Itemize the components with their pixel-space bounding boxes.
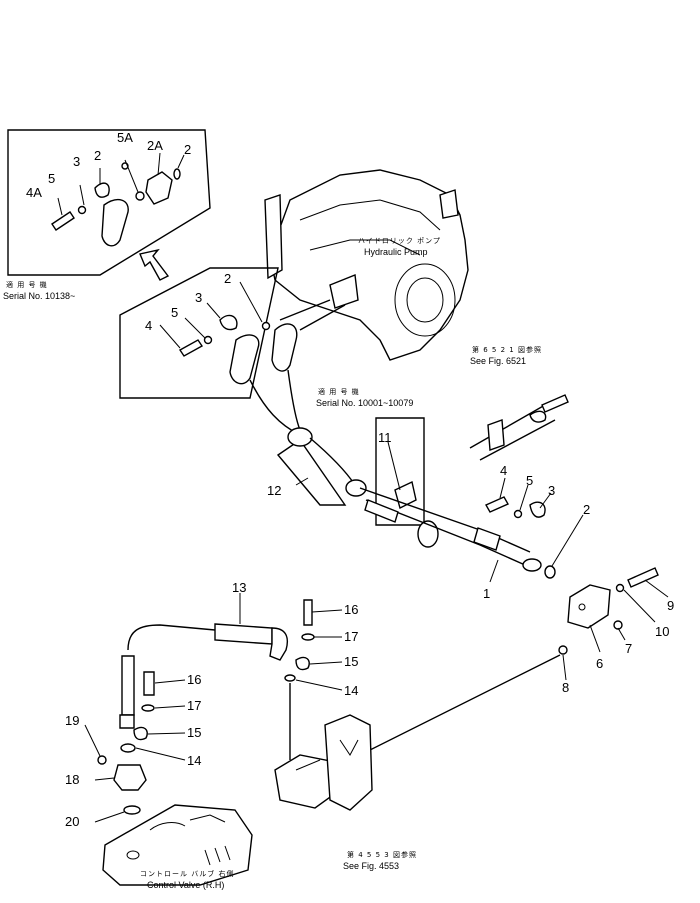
callout-8: 8 (562, 680, 569, 695)
valve-4553 (274, 714, 373, 811)
callout-5-right: 5 (526, 473, 533, 488)
note-fig6521-jp: 第 6 5 2 1 図参照 (472, 345, 542, 354)
callout-3-right: 3 (548, 483, 555, 498)
note-fig4553: See Fig. 4553 (343, 861, 399, 871)
callout-13: 13 (232, 580, 246, 595)
callout-12: 12 (267, 483, 281, 498)
hose-13 (127, 599, 315, 760)
block-2A-shape (145, 171, 173, 205)
region-12 (276, 439, 347, 506)
pipe-b (287, 369, 301, 431)
callout-5A: 5A (117, 130, 133, 145)
split-flange-3-shape (94, 182, 110, 198)
callout-5: 5 (171, 305, 178, 320)
elbow-hose-shape (101, 198, 129, 247)
callout-9: 9 (667, 598, 674, 613)
callout-16-left: 16 (187, 672, 201, 687)
callout-17-left: 17 (187, 698, 201, 713)
callout-2-inset: 2 (94, 148, 101, 163)
control-valve (102, 804, 253, 886)
note-serial-old-jp: 適 用 号 機 (318, 387, 360, 396)
callout-1: 1 (483, 586, 490, 601)
callout-2-right: 2 (583, 502, 590, 517)
callout-3: 3 (195, 290, 202, 305)
callout-19: 19 (65, 713, 79, 728)
block-6 (558, 567, 659, 655)
note-serial-new: Serial No. 10138~ (3, 291, 75, 301)
note-serial-old: Serial No. 10001~10079 (316, 398, 413, 408)
callout-17: 17 (344, 629, 358, 644)
callout-2A: 2A (147, 138, 163, 153)
leader-lines (57, 152, 669, 823)
left-fittings (97, 655, 155, 815)
callout-10: 10 (655, 624, 669, 639)
pipe-pump-link-2 (299, 304, 346, 331)
callout-18: 18 (65, 772, 79, 787)
callout-4A: 4A (26, 185, 42, 200)
callout-2: 2 (224, 271, 231, 286)
callout-16: 16 (344, 602, 358, 617)
notes: 適 用 号 機 Serial No. 10138~ ハイドロリック ポンプ Hy… (3, 237, 542, 890)
inset-box-new-serial (7, 129, 211, 276)
main-pipe (287, 427, 542, 572)
callout-5-inset: 5 (48, 171, 55, 186)
callout-14: 14 (344, 683, 358, 698)
note-fig6521: See Fig. 6521 (470, 356, 526, 366)
note-control-valve: Control Valve (R.H) (147, 880, 224, 890)
callout-14-left: 14 (187, 753, 201, 768)
callout-15: 15 (344, 654, 358, 669)
hydraulic-pump (264, 169, 469, 361)
callout-7: 7 (625, 641, 632, 656)
pipe-a (249, 379, 301, 436)
callout-4: 4 (145, 318, 152, 333)
callout-6: 6 (596, 656, 603, 671)
washer-5-shape (77, 205, 87, 215)
note-fig4553-jp: 第 4 5 5 3 図参照 (347, 850, 417, 859)
oring-2-shape (135, 191, 145, 201)
line-to-valve (349, 654, 561, 761)
pump-fittings (178, 314, 298, 385)
bracket-6521 (469, 394, 569, 461)
note-pump: Hydraulic Pump (364, 247, 428, 257)
inset-arrow (139, 248, 170, 281)
callout-11: 11 (378, 430, 392, 445)
box-pump-fittings (119, 267, 279, 399)
note-serial-new-jp: 適 用 号 機 (6, 280, 48, 289)
note-control-valve-jp: コントロール バルブ 右側 (140, 869, 234, 878)
callout-20: 20 (65, 814, 79, 829)
callout-15-left: 15 (187, 725, 201, 740)
callout-4-right: 4 (500, 463, 507, 478)
pipe-pump-link-1 (279, 299, 331, 321)
callout-2-inset-b: 2 (184, 142, 191, 157)
oring-2b-shape (173, 168, 181, 180)
note-pump-jp: ハイドロリック ポンプ (358, 237, 441, 245)
bolt-4A-shape (51, 211, 75, 231)
inset-parts (51, 162, 181, 247)
callout-numbers: 4A 5 3 2 5A 2A 2 4 5 3 2 11 12 1 4 5 3 2… (26, 130, 674, 829)
callout-3-inset: 3 (73, 154, 80, 169)
